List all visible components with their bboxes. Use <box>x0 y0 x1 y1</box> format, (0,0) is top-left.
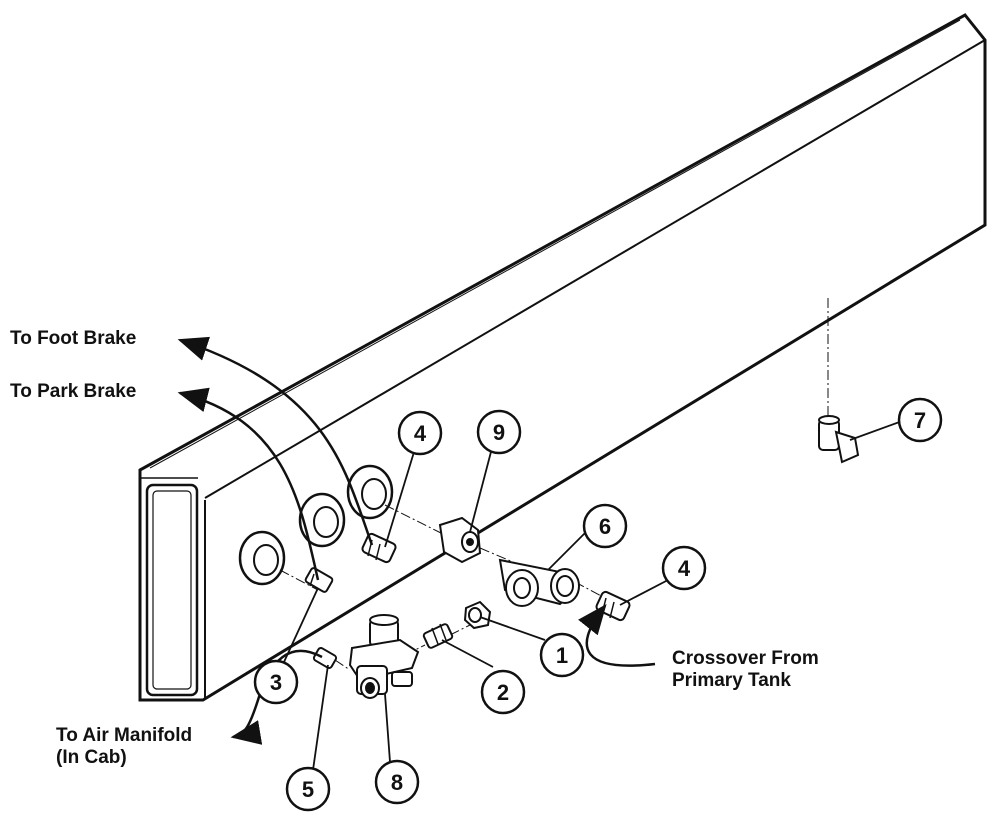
callout-3: 3 <box>253 659 299 705</box>
part-2-adapter <box>422 623 454 649</box>
part-5-connector <box>312 647 338 669</box>
callout-8: 8 <box>374 759 420 805</box>
callout-1: 1 <box>539 632 585 678</box>
svg-text:4: 4 <box>414 421 427 446</box>
rail-end-opening <box>145 483 199 697</box>
label-air-manifold: To Air Manifold (In Cab) <box>56 725 192 769</box>
callout-2: 2 <box>480 669 526 715</box>
part-4-fitting-lower <box>595 590 631 622</box>
callout-9: 9 <box>476 409 522 455</box>
air-lines <box>177 336 656 745</box>
park-brake-line <box>177 387 320 581</box>
label-crossover-line1: Crossover From <box>672 648 819 669</box>
part-3-fitting <box>304 567 334 593</box>
svg-text:9: 9 <box>493 420 505 445</box>
label-air-manifold-line1: To Air Manifold <box>56 725 193 746</box>
foot-brake-line <box>177 336 374 546</box>
part-6-tee-fitting <box>498 558 580 607</box>
callout-5: 5 <box>285 766 331 812</box>
crossover-line <box>578 604 656 667</box>
callout-4-lower: 4 <box>661 545 707 591</box>
callout-4-upper: 4 <box>397 410 443 456</box>
svg-text:2: 2 <box>497 680 509 705</box>
callout-6: 6 <box>582 503 628 549</box>
svg-text:6: 6 <box>599 514 611 539</box>
leader-lines <box>283 419 906 771</box>
rail-grommets <box>238 464 394 586</box>
callout-7: 7 <box>897 397 943 443</box>
label-crossover: Crossover From Primary Tank <box>672 648 819 692</box>
part-1-nipple <box>463 600 492 630</box>
svg-text:3: 3 <box>270 670 282 695</box>
svg-text:8: 8 <box>391 770 403 795</box>
part-8-valve <box>348 614 420 699</box>
svg-text:5: 5 <box>302 777 314 802</box>
label-crossover-line2: Primary Tank <box>672 670 791 691</box>
svg-text:1: 1 <box>556 643 568 668</box>
svg-text:7: 7 <box>914 408 926 433</box>
part-9-hex-bushing <box>438 516 482 564</box>
label-foot-brake: To Foot Brake <box>10 328 137 349</box>
label-air-manifold-line2: (In Cab) <box>56 747 127 768</box>
label-park-brake: To Park Brake <box>10 381 137 402</box>
svg-text:4: 4 <box>678 556 691 581</box>
